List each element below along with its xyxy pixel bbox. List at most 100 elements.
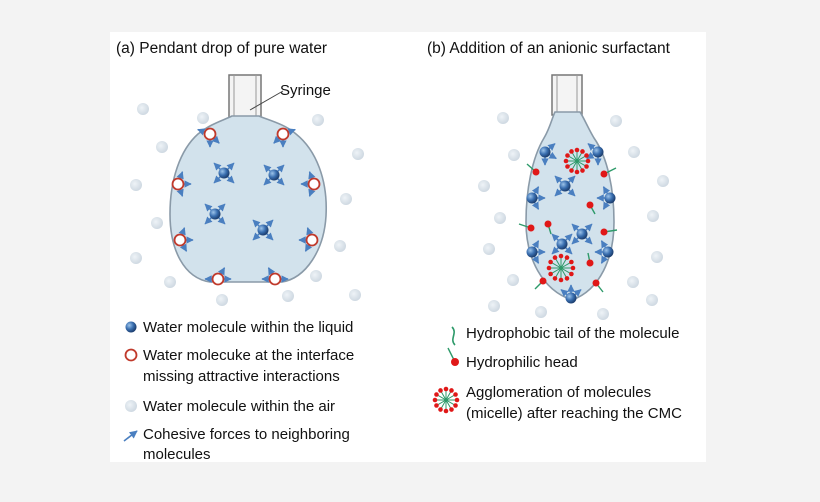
micelle-head — [438, 388, 443, 393]
drop-b-molecules — [518, 143, 618, 304]
water-molecule-icon — [125, 321, 137, 333]
water-molecule — [556, 238, 568, 250]
micelle-tail — [571, 160, 578, 170]
micelle-head — [580, 149, 585, 154]
cohesive-force-arrow — [567, 188, 576, 197]
cohesive-force-arrow — [265, 232, 274, 241]
micelle-tail — [440, 391, 447, 401]
hydrophilic-head — [600, 228, 608, 236]
micelle-head — [574, 169, 580, 175]
interface-molecule — [307, 177, 321, 191]
legend-interface-line1: Water molecuke at the interface — [143, 347, 354, 364]
micelle-head — [453, 392, 458, 397]
cohesive-force-arrow — [217, 216, 226, 225]
micelle-tail — [576, 160, 583, 170]
legend-a: Water molecule within the liquid Water m… — [123, 319, 354, 463]
cohesive-force-arrow — [584, 223, 593, 232]
air-molecule — [164, 276, 176, 288]
cohesive-force-arrow — [564, 246, 573, 255]
air-molecule — [312, 114, 324, 126]
micelle-head — [584, 153, 589, 158]
air-molecule — [483, 243, 495, 255]
micelle-head — [434, 392, 439, 397]
hydrophilic-head — [527, 224, 535, 232]
micelle-head — [564, 276, 570, 281]
air-molecule — [628, 146, 640, 158]
hydrophilic-head — [539, 277, 547, 285]
air-molecule — [282, 290, 294, 302]
hydrophilic-head — [586, 259, 594, 267]
micelle-head — [548, 271, 553, 277]
cohesive-force-arrow — [554, 175, 563, 184]
interface-molecule — [604, 192, 616, 204]
air-molecules-a — [130, 103, 364, 306]
hydrophilic-head — [532, 168, 540, 176]
air-molecule — [494, 212, 506, 224]
cohesive-force-arrow — [204, 216, 213, 225]
air-molecules-b — [478, 112, 669, 320]
micelle-head — [548, 259, 553, 265]
air-molecule — [310, 270, 322, 282]
air-molecule — [497, 112, 509, 124]
micelle-icon — [432, 386, 460, 414]
micelle-head — [565, 164, 570, 169]
cohesive-force-arrow — [226, 162, 235, 171]
syringe-a — [228, 74, 262, 120]
pendant-drop-a — [169, 115, 327, 283]
micelle-tail — [551, 262, 562, 269]
hydrophilic-head-icon — [451, 358, 459, 366]
interface-molecule — [305, 233, 319, 247]
micelle-head — [546, 265, 552, 271]
air-molecule-icon — [125, 400, 137, 412]
micelle-head — [564, 255, 570, 260]
interface-molecule — [526, 192, 538, 204]
interface-molecule — [276, 127, 290, 141]
water-molecule — [268, 169, 280, 181]
micelle-tail — [551, 267, 562, 274]
air-molecule — [610, 115, 622, 127]
water-molecule — [218, 167, 230, 179]
micelle-head — [558, 253, 564, 259]
legend-micelle-line1: Agglomeration of molecules — [466, 384, 651, 401]
micelle-tail — [437, 394, 447, 401]
micelle-tail — [445, 394, 455, 401]
air-molecule — [130, 179, 142, 191]
air-molecule — [130, 252, 142, 264]
interface-molecule — [526, 246, 538, 258]
interface-molecule — [565, 292, 577, 304]
water-molecule — [576, 228, 588, 240]
micelle-head — [569, 149, 574, 154]
air-molecule — [646, 294, 658, 306]
water-molecule — [559, 180, 571, 192]
air-molecule — [156, 141, 168, 153]
panel-a-title: (a) Pendant drop of pure water — [116, 40, 327, 57]
micelle-tail — [445, 399, 452, 409]
cohesive-force-icon — [123, 430, 138, 442]
air-molecule — [151, 217, 163, 229]
legend-head: Hydrophilic head — [466, 354, 578, 371]
syringe-pointer — [249, 90, 284, 111]
micelle-tail — [568, 160, 578, 167]
air-molecule — [651, 251, 663, 263]
micelle-head — [569, 168, 574, 173]
cohesive-force-arrow — [263, 177, 272, 186]
air-molecule — [216, 294, 228, 306]
air-molecule — [349, 289, 361, 301]
micelle-tail — [445, 399, 455, 406]
micelle-head — [585, 158, 591, 164]
air-molecule — [137, 103, 149, 115]
cohesive-force-arrow — [564, 233, 573, 242]
micelle-head — [438, 407, 443, 412]
cohesive-force-arrow — [554, 188, 563, 197]
panel-b-title: (b) Addition of an anionic surfactant — [427, 40, 671, 57]
diagram-svg: (a) Pendant drop of pure water Syringe W… — [116, 40, 682, 463]
micelle-head — [565, 153, 570, 158]
interface-molecule — [539, 146, 551, 158]
cohesive-force-arrow — [571, 236, 580, 245]
micelle-tail — [576, 155, 586, 162]
legend-cohesive-line1: Cohesive forces to neighboring — [143, 426, 350, 443]
cohesive-force-arrow — [567, 175, 576, 184]
air-molecule — [340, 193, 352, 205]
micelle-tail — [437, 399, 447, 406]
syringe-b — [551, 74, 583, 116]
